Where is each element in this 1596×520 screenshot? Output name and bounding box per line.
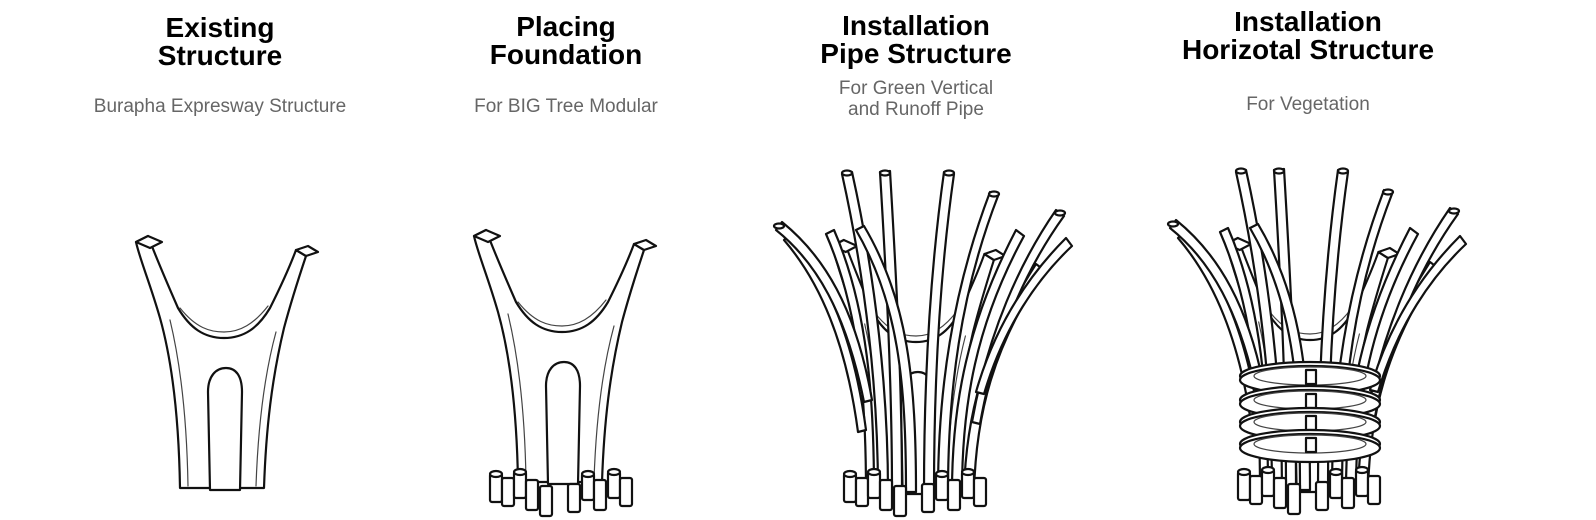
step-2-heading: Placing Foundation For BIG Tree Modular bbox=[474, 13, 658, 118]
step-2-subtitle: For BIG Tree Modular bbox=[474, 96, 658, 117]
step-2-foundation-drawing bbox=[472, 228, 658, 518]
step-1-title-line-1: Existing bbox=[165, 12, 275, 43]
step-3-subtitle: For Green Vertical and Runoff Pipe bbox=[820, 78, 1011, 120]
step-1-heading: Existing Structure Burapha Expresway Str… bbox=[94, 14, 346, 118]
step-2-subtitle-line-1: For BIG Tree Modular bbox=[474, 96, 658, 117]
step-3-pipe-structure-drawing bbox=[772, 169, 1074, 518]
step-3-subtitle-line-2: and Runoff Pipe bbox=[848, 99, 984, 120]
step-1-existing-pier-drawing bbox=[134, 234, 320, 492]
step-1-title: Existing Structure bbox=[94, 14, 346, 70]
step-4-subtitle-line-1: For Vegetation bbox=[1246, 94, 1370, 115]
step-4-title-line-1: Installation bbox=[1234, 6, 1382, 37]
step-4-title-line-2: Horizotal Structure bbox=[1181, 34, 1435, 65]
step-2-title-line-1: Placing bbox=[516, 11, 616, 42]
step-4-subtitle: For Vegetation bbox=[1182, 94, 1434, 115]
step-2-title: Placing Foundation bbox=[474, 13, 658, 69]
step-4-horizontal-structure-drawing bbox=[1166, 167, 1468, 516]
step-2-title-line-2: Foundation bbox=[489, 39, 643, 70]
step-3-title-line-1: Installation bbox=[842, 10, 990, 41]
step-1-title-line-2: Structure bbox=[157, 40, 283, 71]
step-1-subtitle: Burapha Expresway Structure bbox=[94, 96, 346, 117]
step-4-heading: Installation Horizotal Structure For Veg… bbox=[1182, 8, 1434, 116]
step-1-subtitle-line-1: Burapha Expresway Structure bbox=[93, 96, 347, 117]
step-3-title-line-2: Pipe Structure bbox=[820, 38, 1012, 69]
step-3-subtitle-line-1: For Green Vertical bbox=[838, 78, 994, 99]
step-3-heading: Installation Pipe Structure For Green Ve… bbox=[820, 12, 1011, 121]
step-4-title: Installation Horizotal Structure bbox=[1182, 8, 1434, 64]
step-3-title: Installation Pipe Structure bbox=[820, 12, 1011, 68]
